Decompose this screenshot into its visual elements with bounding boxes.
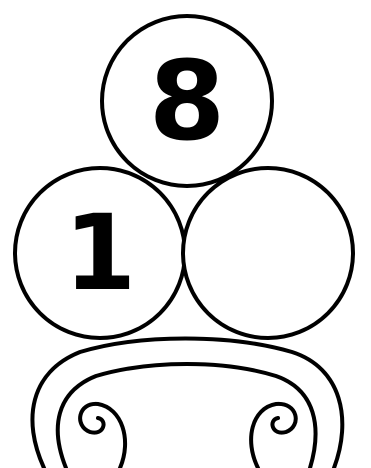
- top-number: 8: [149, 37, 226, 165]
- bottom-left-number: 1: [64, 192, 136, 314]
- bottom-right-circle: [183, 168, 353, 338]
- top-circle: 8: [102, 16, 272, 186]
- scroll-stand: [32, 339, 342, 468]
- bottom-left-circle: 1: [15, 168, 185, 338]
